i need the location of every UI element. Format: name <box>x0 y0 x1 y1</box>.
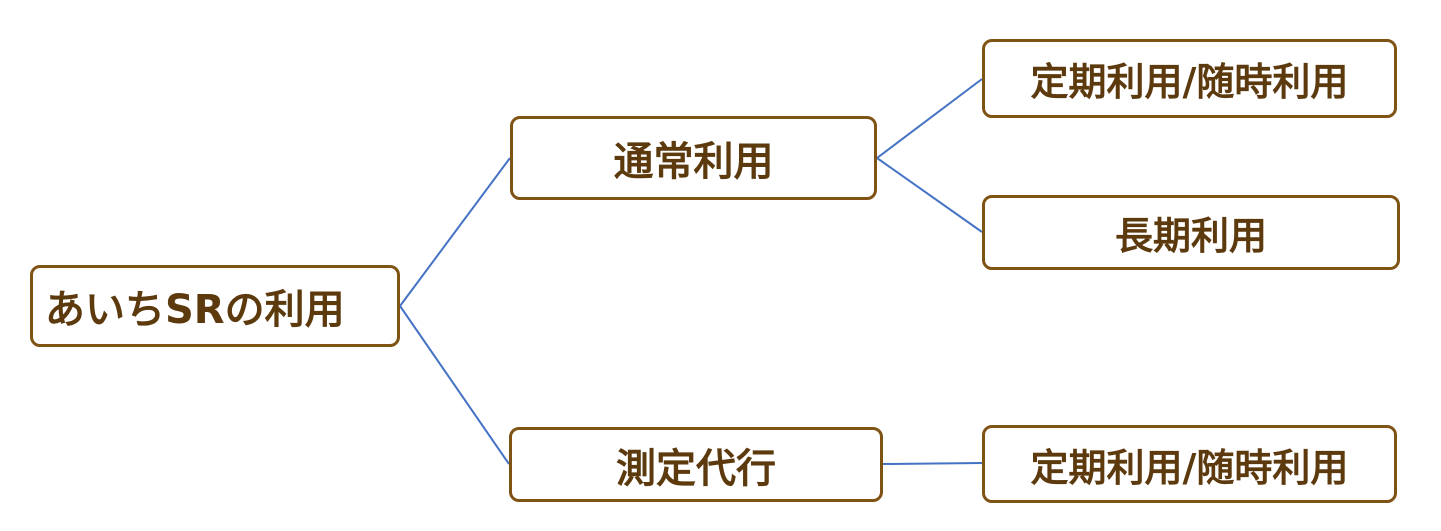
edge-normal-use-to-periodic <box>876 78 983 159</box>
edge-normal-use-to-long-term <box>876 157 983 233</box>
node-normal-use-label: 通常利用 <box>613 139 774 185</box>
node-normal-use: 通常利用 <box>510 116 877 200</box>
edge-root-to-measurement-proxy <box>399 305 510 465</box>
node-periodic-or-adhoc-1: 定期利用/随時利用 <box>982 39 1397 118</box>
node-long-term: 長期利用 <box>982 195 1400 270</box>
node-periodic-or-adhoc-1-label: 定期利用/随時利用 <box>1030 60 1349 104</box>
node-root: あいちSRの利用 <box>30 265 400 347</box>
node-measurement-proxy: 測定代行 <box>509 427 883 502</box>
node-measurement-proxy-label: 測定代行 <box>616 445 776 492</box>
node-periodic-or-adhoc-2: 定期利用/随時利用 <box>982 425 1397 503</box>
node-long-term-label: 長期利用 <box>1114 214 1267 258</box>
node-root-label: あいちSRの利用 <box>45 287 345 333</box>
edge-measurement-proxy-to-periodic <box>882 462 983 465</box>
node-periodic-or-adhoc-2-label: 定期利用/随時利用 <box>1030 445 1349 490</box>
edge-root-to-normal-use <box>399 157 511 307</box>
